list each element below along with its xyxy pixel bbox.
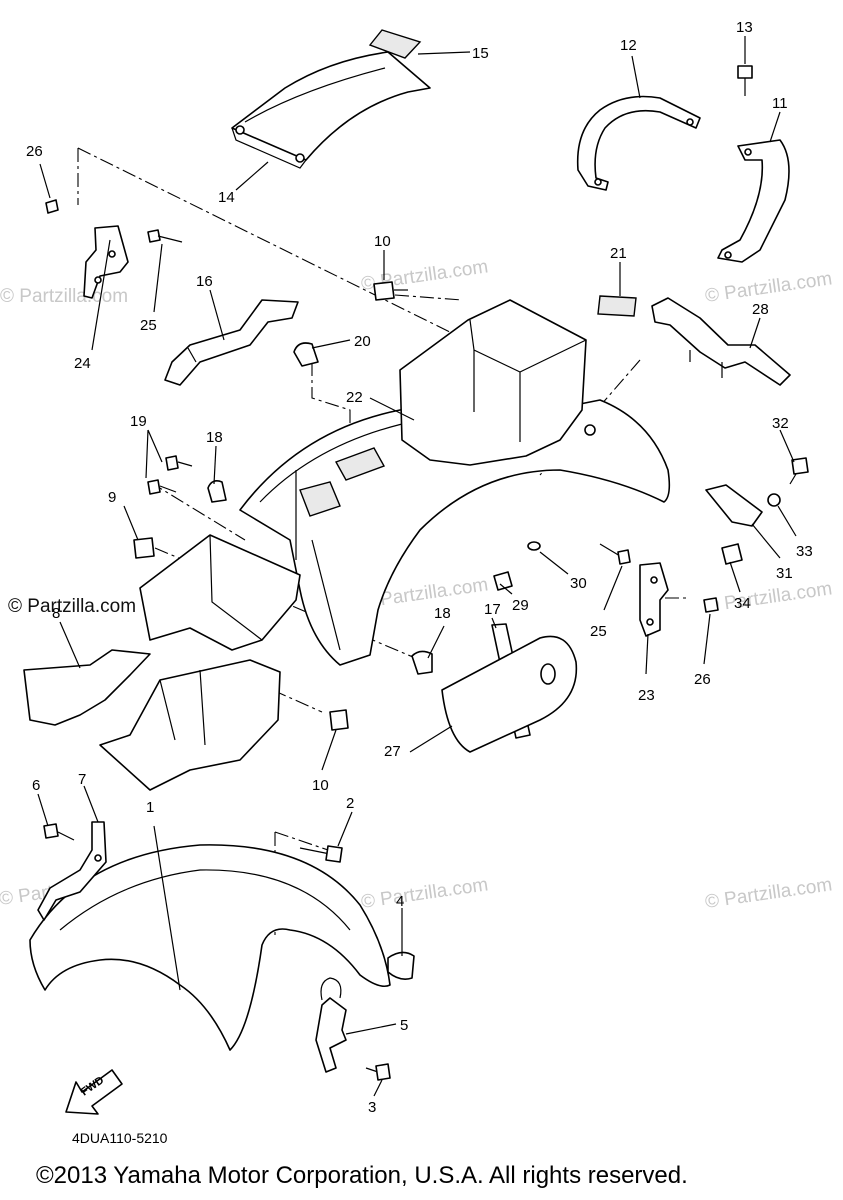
callout-7: 7 xyxy=(78,771,86,788)
callout-21: 21 xyxy=(610,245,627,262)
part-32-bolt xyxy=(789,457,809,485)
part-lower-box xyxy=(99,534,301,791)
watermark: © Partzilla.com xyxy=(0,286,128,307)
callout-5: 5 xyxy=(400,1017,408,1034)
part-16-bracket xyxy=(164,299,299,386)
watermark-dark: © Partzilla.com xyxy=(8,596,136,617)
callout-34: 34 xyxy=(734,595,751,612)
callout-26: 26 xyxy=(26,143,43,160)
part-25-screw xyxy=(147,229,183,243)
callout-20: 20 xyxy=(354,333,371,350)
part-18-clip-lower xyxy=(411,650,433,675)
part-29-nut xyxy=(493,571,513,591)
callout-4: 4 xyxy=(396,893,404,910)
part-27-tool-case xyxy=(441,635,578,753)
callout-24: 24 xyxy=(74,355,91,372)
leader-lines xyxy=(37,36,797,1097)
part-19-screws xyxy=(147,455,193,495)
callout-31: 31 xyxy=(776,565,793,582)
callout-25: 25 xyxy=(140,317,157,334)
part-21-pad xyxy=(597,295,637,317)
part-storage-box xyxy=(399,299,596,466)
callout-28: 28 xyxy=(752,301,769,318)
callout-10: 10 xyxy=(374,233,391,250)
part-26-nut-right xyxy=(703,597,719,613)
part-7-bracket xyxy=(37,821,107,921)
callout-32: 32 xyxy=(772,415,789,432)
part-15-pad xyxy=(368,29,422,59)
watermark: © Partzilla.com xyxy=(704,874,834,913)
callout-12: 12 xyxy=(620,37,637,54)
callout-8: 8 xyxy=(52,605,60,622)
callout-16: 16 xyxy=(196,273,213,290)
part-4-grommet xyxy=(387,951,415,980)
part-31-plate xyxy=(705,484,763,527)
fwd-arrow-icon: FWD xyxy=(65,1069,123,1115)
callout-27: 27 xyxy=(384,743,401,760)
part-6-bolt xyxy=(43,823,75,841)
part-30-washer xyxy=(527,541,541,551)
diagram-code: 4DUA110-5210 xyxy=(72,1130,168,1146)
callout-3: 3 xyxy=(368,1099,376,1116)
part-12-grab-bar xyxy=(576,95,701,191)
part-9-nut xyxy=(133,537,155,559)
part-8-flap xyxy=(23,649,151,726)
part-33-washer xyxy=(767,493,781,507)
part-20-clip xyxy=(293,342,319,367)
callout-19: 19 xyxy=(130,413,147,430)
callout-10-lower: 10 xyxy=(312,777,329,794)
part-34-nut xyxy=(721,543,743,565)
part-3-bolt xyxy=(365,1063,391,1081)
callout-29: 29 xyxy=(512,597,529,614)
callout-11: 11 xyxy=(772,95,788,112)
part-10-bolt-upper xyxy=(373,281,408,301)
callout-17: 17 xyxy=(484,601,501,618)
part-28-plate xyxy=(651,297,791,386)
callout-23: 23 xyxy=(638,687,655,704)
callout-1: 1 xyxy=(146,799,154,816)
part-11-handle xyxy=(717,139,790,263)
callout-33: 33 xyxy=(796,543,813,560)
part-13-bolt xyxy=(737,65,753,96)
part-26-nut xyxy=(45,199,59,214)
callout-9: 9 xyxy=(108,489,116,506)
copyright-notice: ©2013 Yamaha Motor Corporation, U.S.A. A… xyxy=(36,1162,688,1189)
part-23-bracket xyxy=(639,562,669,637)
callout-13: 13 xyxy=(736,19,753,36)
callout-6: 6 xyxy=(32,777,40,794)
part-14-panel xyxy=(231,51,431,169)
watermark: © Partzilla.com xyxy=(360,874,490,913)
part-25-screw-right xyxy=(599,543,631,565)
part-10-bolt-lower xyxy=(329,709,349,731)
callouts: 15 14 12 13 11 26 24 25 16 10 20 21 28 2… xyxy=(26,19,813,1116)
part-1-front-fender xyxy=(29,844,391,1051)
callout-14: 14 xyxy=(218,189,235,206)
callout-18: 18 xyxy=(206,429,223,446)
callout-30: 30 xyxy=(570,575,587,592)
callout-26-right: 26 xyxy=(694,671,711,688)
callout-22: 22 xyxy=(346,389,363,406)
part-18-clip-upper xyxy=(207,480,227,503)
callout-25-right: 25 xyxy=(590,623,607,640)
watermark: © Partzilla.com xyxy=(704,578,834,617)
part-2-bolt xyxy=(299,845,343,863)
callout-2: 2 xyxy=(346,795,354,812)
part-5-bracket xyxy=(315,977,347,1073)
callout-18-lower: 18 xyxy=(434,605,451,622)
callout-15: 15 xyxy=(472,45,489,62)
